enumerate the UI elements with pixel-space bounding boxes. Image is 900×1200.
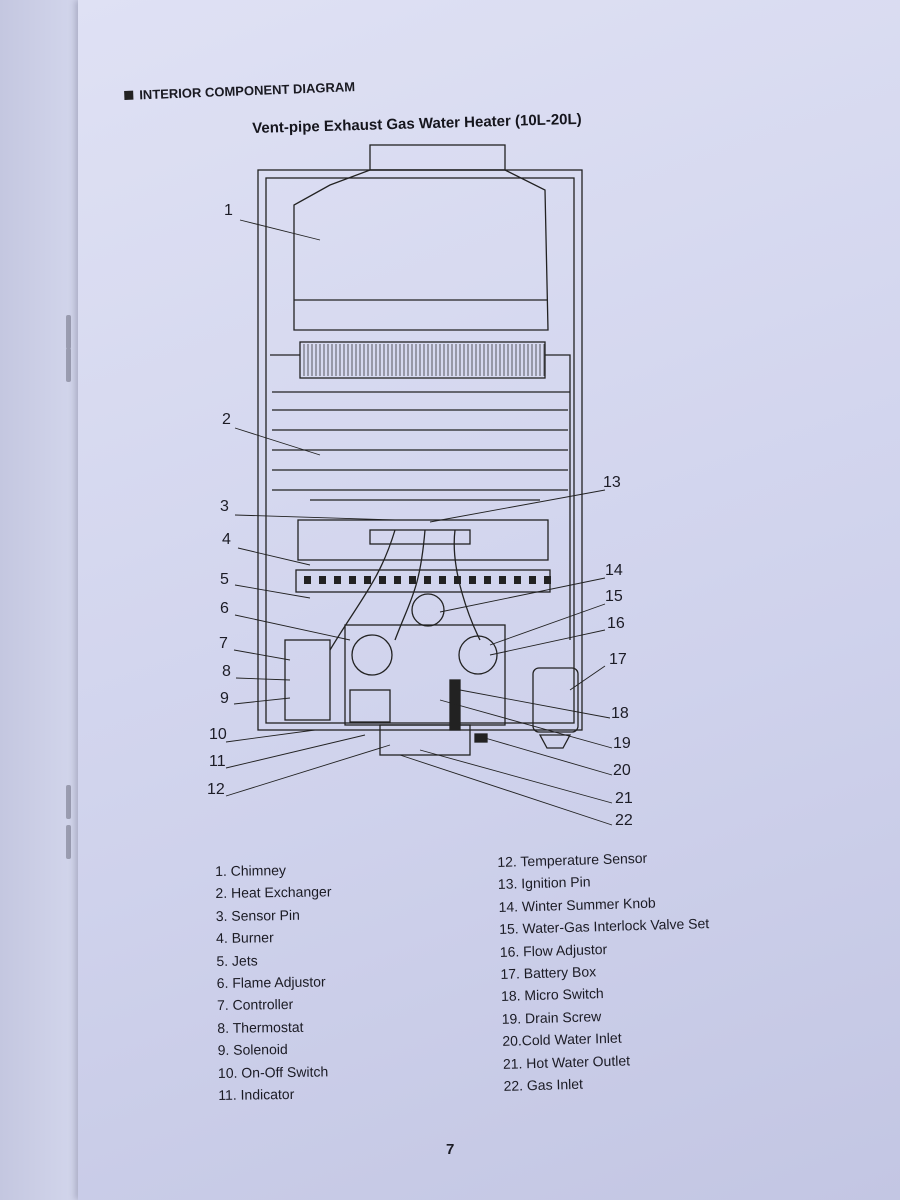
manual-page (78, 0, 900, 1200)
callout-22: 22 (615, 812, 633, 829)
page-number: 7 (446, 1141, 455, 1158)
legend-left: 1. Chimney 2. Heat Exchanger 3. Sensor Pin… (215, 858, 334, 1106)
micro-switch (449, 679, 461, 731)
callout-2: 2 (222, 411, 231, 428)
jet (319, 576, 326, 584)
solenoid (349, 689, 391, 723)
jet (424, 576, 431, 584)
jet (439, 576, 446, 584)
jet (409, 576, 416, 584)
jet (379, 576, 386, 584)
legend-item: 6. Flame Adjustor (216, 973, 326, 992)
callout-5: 5 (220, 571, 229, 588)
casing-inner (265, 177, 575, 724)
ignition-block (369, 529, 471, 545)
legend-item: 5. Jets (216, 952, 258, 969)
jet (484, 576, 491, 584)
binding-staple (66, 825, 71, 859)
callout-3: 3 (220, 498, 229, 515)
legend-item: 8. Thermostat (217, 1018, 304, 1036)
callout-11: 11 (209, 753, 226, 770)
controller-box (284, 639, 331, 721)
binding-staple (66, 348, 71, 382)
callout-14: 14 (605, 562, 623, 579)
sensor-wires (329, 529, 481, 651)
legend-item: 4. Burner (215, 929, 274, 947)
callout-13: 13 (603, 474, 621, 491)
callout-21: 21 (615, 790, 633, 807)
callout-4: 4 (222, 531, 231, 548)
gas-inlet-block (379, 724, 471, 756)
burner (297, 519, 549, 561)
callout-1: 1 (224, 202, 233, 219)
binding-staple (66, 315, 71, 349)
legend-item: 9. Solenoid (217, 1041, 288, 1059)
legend-item: 11. Indicator (218, 1085, 295, 1104)
callout-17: 17 (609, 651, 627, 668)
binding-staple (66, 785, 71, 819)
jet (304, 576, 311, 584)
fins (303, 344, 545, 376)
callout-7: 7 (219, 635, 228, 652)
callout-16: 16 (607, 615, 625, 632)
legend-item: 2. Heat Exchanger (215, 883, 332, 902)
legend-item: 1. Chimney (215, 862, 287, 879)
callout-20: 20 (613, 762, 631, 779)
jet (469, 576, 476, 584)
jet (364, 576, 371, 584)
chimney-hood (293, 169, 549, 331)
callout-19: 19 (613, 735, 631, 752)
legend-item: 7. Controller (216, 996, 294, 1014)
callout-8: 8 (222, 663, 231, 680)
jet (349, 576, 356, 584)
facing-page-edge (0, 0, 80, 1200)
callout-12: 12 (207, 781, 225, 798)
controller-knob (351, 634, 393, 676)
jet (544, 576, 551, 584)
callout-18: 18 (611, 705, 629, 722)
legend-item: 3. Sensor Pin (215, 906, 300, 924)
callout-10: 10 (209, 726, 227, 743)
jet (514, 576, 521, 584)
callout-6: 6 (220, 600, 229, 617)
jet (529, 576, 536, 584)
callout-9: 9 (220, 690, 229, 707)
jets (304, 576, 551, 584)
jet (454, 576, 461, 584)
legend-item: 10. On-Off Switch (217, 1063, 329, 1081)
pipe-loops (270, 354, 571, 640)
callout-15: 15 (605, 588, 623, 605)
jet (394, 576, 401, 584)
heat-exchanger (299, 341, 546, 379)
chimney-top (369, 144, 506, 171)
winter-summer-knob (411, 593, 445, 627)
jet (499, 576, 506, 584)
jet (334, 576, 341, 584)
